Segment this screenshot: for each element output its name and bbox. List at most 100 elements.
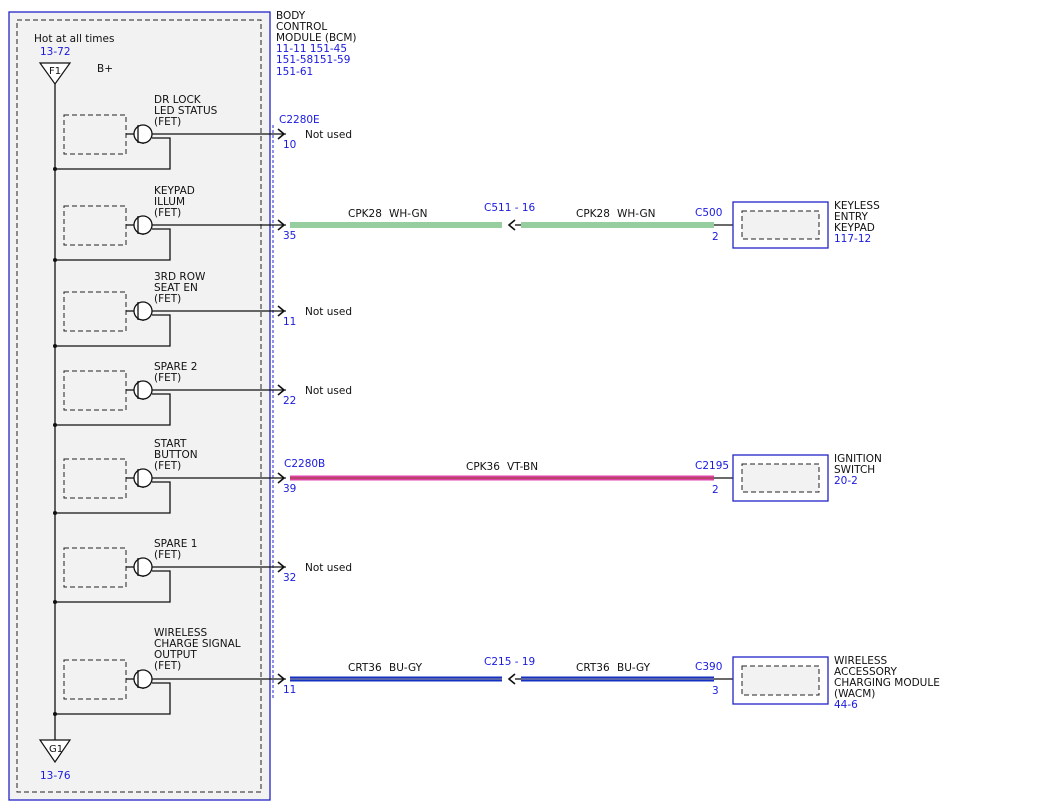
bcm-ref-line-1[interactable]: 11-11 151-45 [276,43,347,55]
component-inner-box [741,665,820,696]
pin-number: 22 [283,395,296,407]
inline-connector-id[interactable]: C511 - 16 [484,202,536,214]
output-label-line: LED STATUS [154,105,218,117]
fet-symbol-icon [133,380,153,400]
component-connector-id[interactable]: C500 [695,207,722,219]
bus-junction-dot [53,423,57,427]
circuit-number: CPK28 [348,208,382,220]
component-ref[interactable]: 117-12 [834,233,871,245]
power-ref[interactable]: 13-72 [40,46,71,58]
fet-symbol-icon [133,669,153,689]
output-label-line: BUTTON [154,449,198,461]
component-ref[interactable]: 20-2 [834,475,858,487]
fet-symbol-icon [133,124,153,144]
output-label-line: SPARE 2 [154,361,197,373]
not-used-label: Not used [305,129,352,141]
circuit-number: CPK36 [466,461,500,473]
bcm-title-line-1: BODY [276,10,306,22]
power-label: Hot at all times [34,33,114,45]
bcm-title-line-2: CONTROL [276,21,327,33]
component-name-line: ENTRY [834,211,869,223]
bus-junction-dot [53,600,57,604]
output-label-line: KEYPAD [154,185,195,197]
bus-junction-dot [53,344,57,348]
connector-arrow-icon [277,384,286,396]
output-label-line: CHARGE SIGNAL [154,638,241,650]
wire-color-code: WH-GN [617,208,655,220]
component-name-line: KEYPAD [834,222,875,234]
return-path [55,393,171,426]
connector-arrow-icon [277,472,286,484]
output-label-line: ILLUM [154,196,185,208]
output-label-line: (FET) [154,207,181,219]
external-circuits: CPK28 WH-GN CPK28 WH-GN C511 - 16 C500 2 KEYLES… [290,200,940,711]
output-label-line: (FET) [154,116,181,128]
bus-junction-dot [53,167,57,171]
connector-arrow-icon [277,219,286,231]
bus-junction-dot [53,712,57,716]
connector-arrow-icon [277,673,286,685]
bcm-ref-line-2[interactable]: 151-58151-59 [276,54,350,66]
inline-connector-arrow-icon [507,673,516,685]
connector-id[interactable]: C2280B [284,458,325,470]
connector-id[interactable]: C2280E [279,114,320,126]
component-pin: 2 [712,231,719,243]
output-label-line: (FET) [154,460,181,472]
connector-arrow-icon [277,561,286,573]
pin-number: 35 [283,230,296,242]
component-name-line: IGNITION [834,453,882,465]
bcm-title-line-3: MODULE (BCM) [276,32,357,44]
wire-color-code: VT-BN [507,461,538,473]
bcm-ref-line-3[interactable]: 151-61 [276,66,313,78]
component-connector-id[interactable]: C390 [695,661,722,673]
output-label-line: START [154,438,187,450]
ground-ref[interactable]: 13-76 [40,770,71,782]
ground-symbol-icon [38,739,72,764]
pin-number: 11 [283,316,296,328]
component-pin: 3 [712,685,719,697]
component-name-line: SWITCH [834,464,875,476]
component-name-line: KEYLESS [834,200,880,212]
pin-number: 39 [283,483,296,495]
return-path [55,137,171,170]
not-used-label: Not used [305,306,352,318]
component-name-line: CHARGING MODULE [834,677,940,689]
ground-label: G1 [49,744,63,755]
output-label-line: SEAT EN [154,282,198,294]
inline-connector-id[interactable]: C215 - 19 [484,656,535,668]
fuse-symbol-icon [38,62,72,86]
return-path [55,481,171,514]
component-ref[interactable]: 44-6 [834,699,858,711]
circuit: CPK28 WH-GN CPK28 WH-GN C511 - 16 C500 2 KEYLES… [290,200,880,249]
bcm-inner-boundary [16,19,262,793]
bus-junction-dot [53,511,57,515]
output-label-line: (FET) [154,372,181,384]
component-inner-box [741,463,820,493]
return-path [55,570,171,603]
wire-color-code: WH-GN [389,208,427,220]
circuit-number: CRT36 [348,662,382,674]
wire-color-code: BU-GY [389,662,423,674]
fet-symbol-icon [133,301,153,321]
fet-symbol-icon [133,215,153,235]
fuse-label: F1 [49,66,61,77]
component-name-line: (WACM) [834,688,875,700]
circuit-number: CPK28 [576,208,610,220]
wire-color-code: BU-GY [617,662,651,674]
not-used-label: Not used [305,385,352,397]
component-name-line: ACCESSORY [834,666,898,678]
connector-arrow-icon [277,305,286,317]
output-label-line: OUTPUT [154,649,197,661]
output-label-line: (FET) [154,549,181,561]
return-path [55,314,171,347]
component-connector-id[interactable]: C2195 [695,460,729,472]
pin-number: 32 [283,572,296,584]
